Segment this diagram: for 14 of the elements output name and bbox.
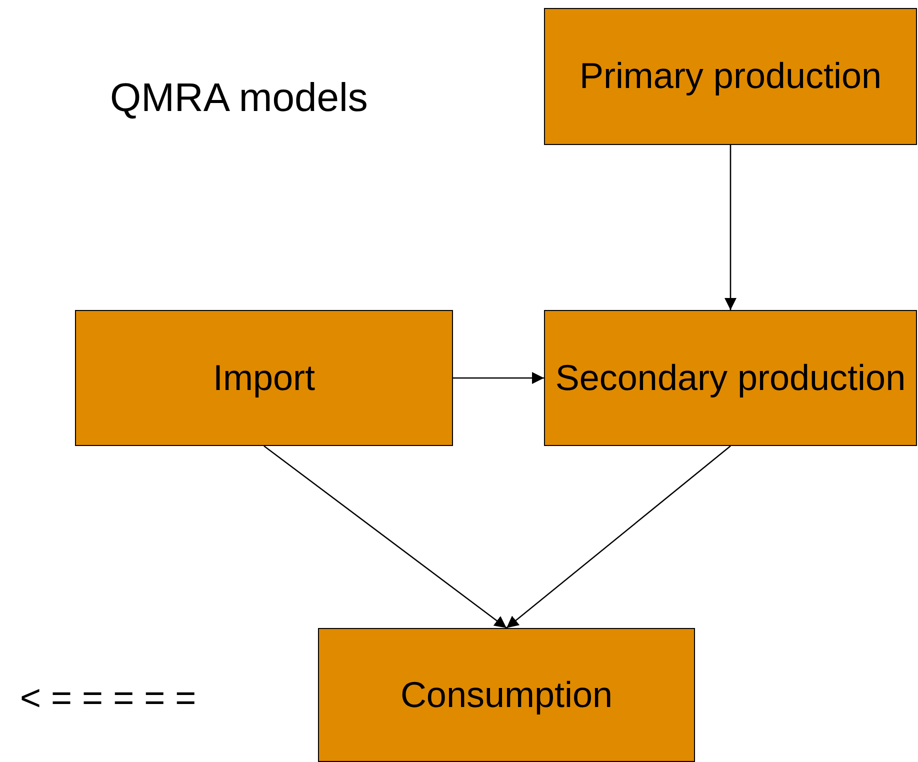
process-box — [75, 310, 453, 446]
arrow — [724, 145, 736, 310]
box-label: Consumption — [400, 672, 613, 717]
box-label: Primary production — [579, 54, 882, 98]
box-label: Secondary production — [555, 356, 906, 400]
box-label: Import — [212, 356, 316, 400]
note-text: < = = = = = — [20, 680, 196, 716]
title: QMRA models — [110, 78, 368, 118]
arrow — [264, 445, 507, 629]
process-box — [544, 310, 917, 446]
arrow — [506, 446, 731, 628]
arrow — [453, 372, 544, 384]
process-box — [318, 628, 695, 762]
process-box — [544, 8, 917, 145]
